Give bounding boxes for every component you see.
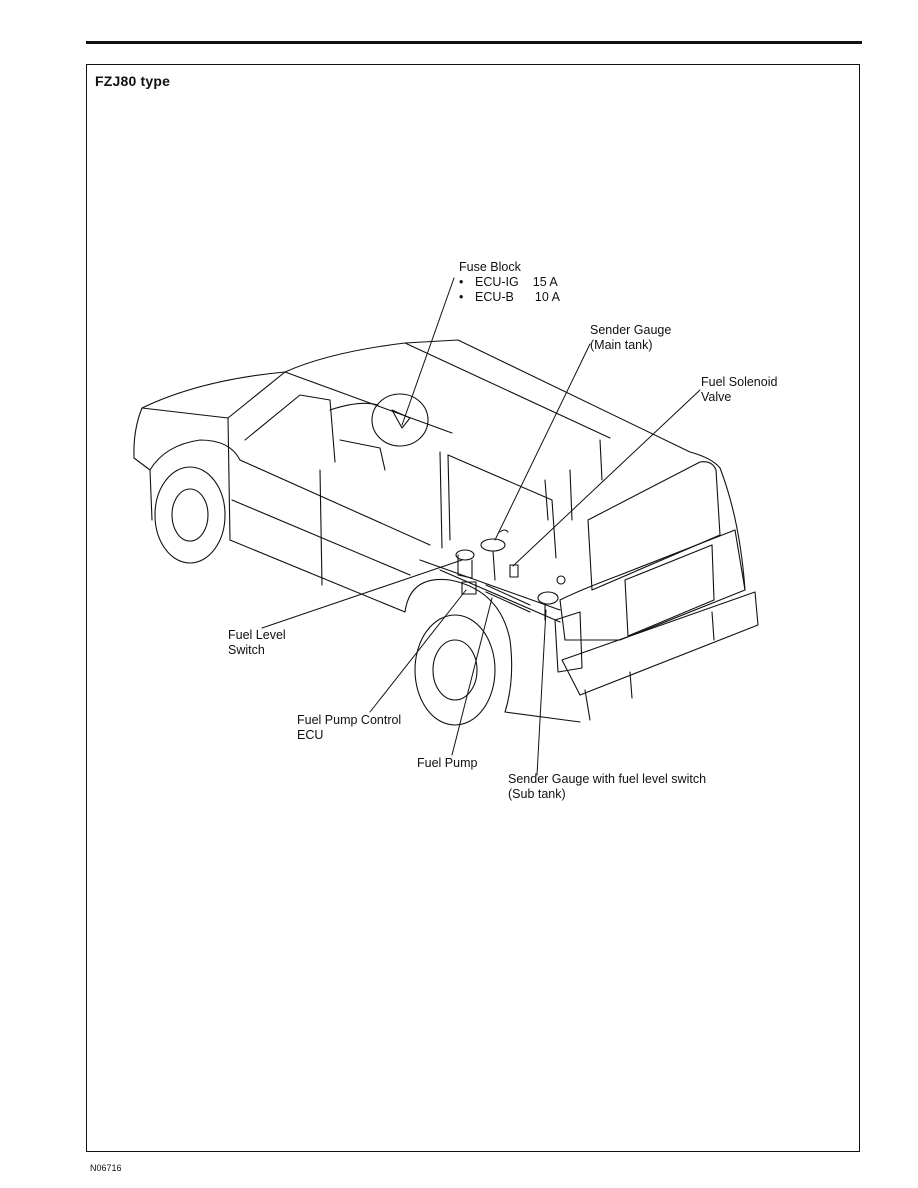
vehicle-body-side bbox=[227, 417, 406, 613]
fuel-components bbox=[439, 529, 566, 623]
rear-quarter-window bbox=[587, 461, 721, 591]
rear-wheel bbox=[414, 614, 496, 726]
fuse-block-title: Fuse Block bbox=[459, 260, 521, 274]
page-title: FZJ80 type bbox=[95, 73, 171, 89]
leader-fuel-pump bbox=[451, 597, 493, 756]
steering-wheel bbox=[371, 393, 429, 447]
fuel-pump-label: Fuel Pump bbox=[417, 756, 478, 770]
vehicle-rear bbox=[719, 467, 746, 591]
figure-code: N06716 bbox=[90, 1163, 122, 1173]
figure-frame bbox=[86, 64, 860, 1152]
leader-fuel-level-switch bbox=[261, 559, 463, 629]
leader-sender-gauge-main bbox=[494, 343, 591, 541]
rear-door bbox=[319, 469, 323, 586]
leader-fuse-block bbox=[401, 277, 455, 426]
fuel-pump-control-ecu-label: Fuel Pump Control ECU bbox=[297, 713, 402, 742]
fuel-solenoid-valve-label: Fuel Solenoid Valve bbox=[701, 375, 778, 404]
leader-fuel-solenoid-valve bbox=[512, 389, 701, 567]
leader-fuel-pump-control-ecu bbox=[369, 589, 467, 713]
sender-gauge-sub-label: Sender Gauge with fuel level switch (Sub… bbox=[508, 772, 707, 801]
front-wheel bbox=[154, 466, 226, 564]
rear-bumper bbox=[561, 591, 759, 696]
header-rule bbox=[86, 41, 862, 44]
fuel-level-switch-label: Fuel Level Switch bbox=[228, 628, 286, 657]
vehicle-hood bbox=[141, 371, 286, 409]
leader-sender-gauge-sub bbox=[536, 609, 547, 776]
sender-gauge-main-label: Sender Gauge (Main tank) bbox=[590, 323, 672, 352]
vehicle-roof bbox=[227, 339, 721, 469]
leader-lines bbox=[261, 277, 701, 776]
